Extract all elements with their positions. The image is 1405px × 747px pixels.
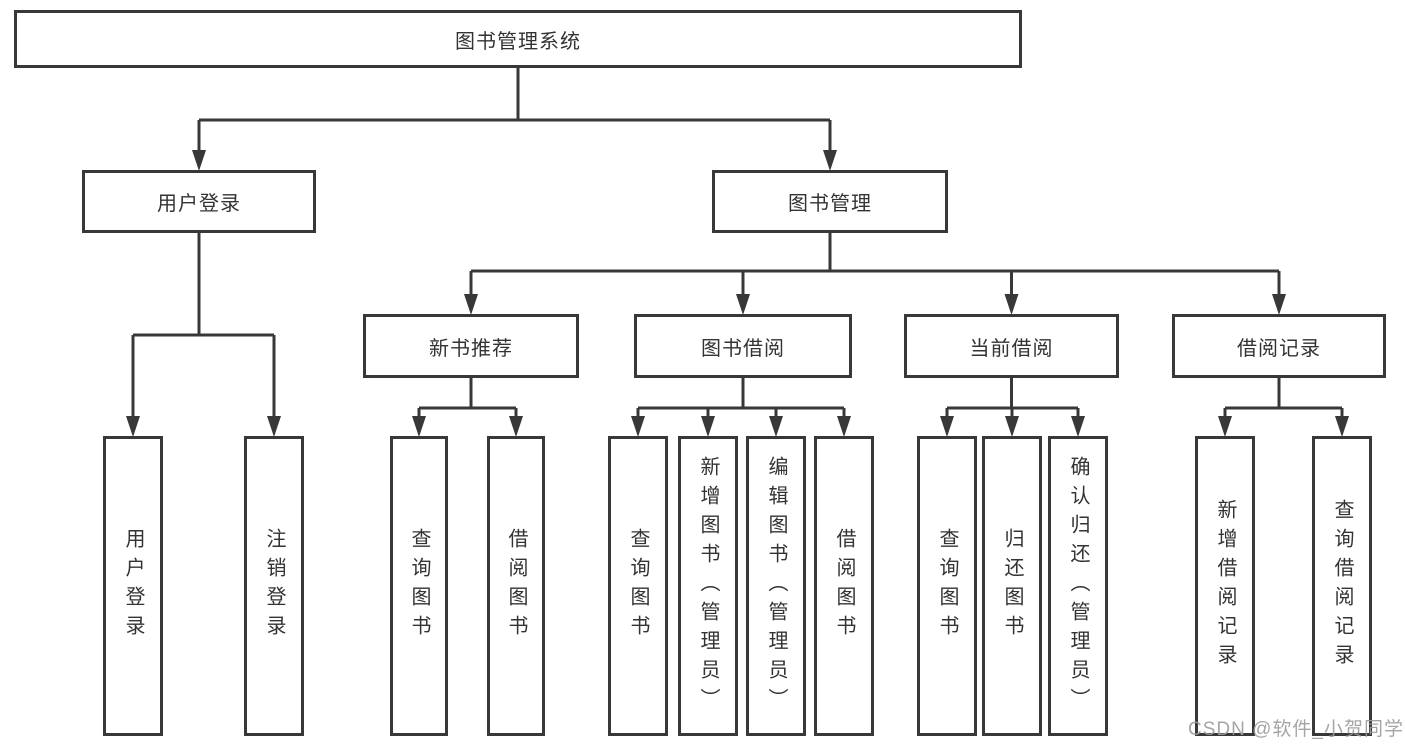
arrowhead-icon xyxy=(701,416,715,437)
node-borrowing-records-label: 借阅记录 xyxy=(1237,337,1321,360)
node-book-management-module: 图书管理 xyxy=(712,170,948,233)
node-logout: 注销登录 xyxy=(244,436,304,736)
node-new-book-recommendation: 新书推荐 xyxy=(363,314,579,378)
arrowhead-icon xyxy=(192,150,206,171)
arrowhead-icon xyxy=(267,416,281,437)
node-user-login-module-label: 用户登录 xyxy=(157,193,241,215)
arrowhead-icon xyxy=(769,416,783,437)
arrowhead-icon xyxy=(631,416,645,437)
watermark: CSDN @软件_小贺同学 xyxy=(1188,719,1404,740)
connector-lines xyxy=(131,68,1344,419)
node-book-borrowing-label: 图书借阅 xyxy=(701,337,785,360)
arrowhead-icon xyxy=(126,416,140,437)
node-borrow-books-newbooks: 借阅图书 xyxy=(487,436,545,736)
node-add-borrow-record: 新增借阅记录 xyxy=(1195,436,1255,736)
node-book-management-module-label: 图书管理 xyxy=(788,193,872,215)
arrowhead-icon xyxy=(837,416,851,437)
arrowhead-icon xyxy=(1005,416,1019,437)
arrowhead-icon xyxy=(509,416,523,437)
node-query-books-current: 查询图书 xyxy=(917,436,977,736)
arrowhead-icon xyxy=(823,150,837,171)
node-return-books: 归还图书 xyxy=(982,436,1042,736)
arrowhead-icon xyxy=(736,294,750,315)
node-library-management-system: 图书管理系统 xyxy=(14,10,1022,68)
node-add-books-admin: 新增图书（管理员） xyxy=(678,436,738,736)
node-query-borrow-record-label: 查询借阅记录 xyxy=(1331,499,1353,673)
node-add-books-admin-label: 新增图书（管理员） xyxy=(697,455,719,717)
node-edit-books-admin-label: 编辑图书（管理员） xyxy=(765,455,787,717)
node-user-login-leaf: 用户登录 xyxy=(103,436,163,736)
node-query-books-borrowing-label: 查询图书 xyxy=(627,528,649,644)
node-borrowing-records: 借阅记录 xyxy=(1172,314,1386,378)
node-book-borrowing: 图书借阅 xyxy=(634,314,852,378)
arrowhead-icon xyxy=(412,416,426,437)
node-query-books-newbooks-label: 查询图书 xyxy=(408,528,430,644)
arrowhead-icon xyxy=(464,294,478,315)
node-logout-label: 注销登录 xyxy=(263,528,285,644)
node-user-login-leaf-label: 用户登录 xyxy=(122,528,144,644)
node-query-books-borrowing: 查询图书 xyxy=(608,436,668,736)
node-confirm-return-admin-label: 确认归还（管理员） xyxy=(1067,455,1089,717)
node-query-books-current-label: 查询图书 xyxy=(936,528,958,644)
arrowhead-icon xyxy=(1071,416,1085,437)
arrowhead-icon xyxy=(1218,416,1232,437)
node-add-borrow-record-label: 新增借阅记录 xyxy=(1214,499,1236,673)
node-edit-books-admin: 编辑图书（管理员） xyxy=(746,436,806,736)
arrowhead-icon xyxy=(940,416,954,437)
node-library-management-system-label: 图书管理系统 xyxy=(455,30,581,53)
node-borrow-books-borrowing-label: 借阅图书 xyxy=(833,528,855,644)
node-return-books-label: 归还图书 xyxy=(1001,528,1023,644)
node-query-books-newbooks: 查询图书 xyxy=(390,436,448,736)
arrowhead-icon xyxy=(1004,294,1019,315)
node-current-borrowing: 当前借阅 xyxy=(904,314,1119,378)
arrowhead-icon xyxy=(1272,294,1286,315)
node-new-book-recommendation-label: 新书推荐 xyxy=(429,337,513,360)
node-borrow-books-newbooks-label: 借阅图书 xyxy=(505,528,527,644)
node-query-borrow-record: 查询借阅记录 xyxy=(1312,436,1372,736)
node-current-borrowing-label: 当前借阅 xyxy=(969,337,1054,360)
node-user-login-module: 用户登录 xyxy=(82,170,316,233)
arrowhead-icon xyxy=(1335,416,1349,437)
node-confirm-return-admin: 确认归还（管理员） xyxy=(1048,436,1108,736)
node-borrow-books-borrowing: 借阅图书 xyxy=(814,436,874,736)
